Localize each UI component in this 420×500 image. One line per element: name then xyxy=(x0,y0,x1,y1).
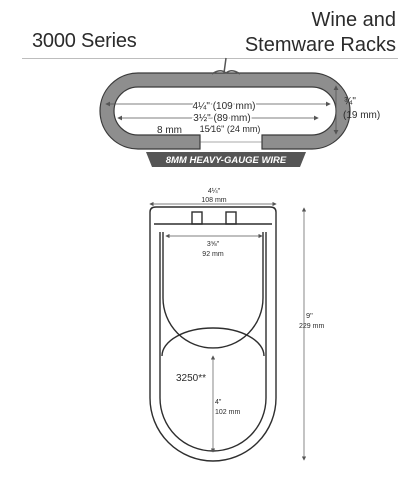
inner-width-mm-label: 92 mm xyxy=(202,251,224,258)
lower-cradle xyxy=(161,327,265,357)
wire-gauge-banner xyxy=(146,152,306,167)
product-title: Wine and Stemware Racks xyxy=(245,8,396,58)
clip-left xyxy=(191,211,203,225)
wire-profile-diagram: 4¼" (109 mm) 3½" (89 mm) ¾" (19 mm) 8 mm… xyxy=(99,57,380,167)
lower-width-in-label: 4" xyxy=(215,399,222,406)
height-mm-label: (19 mm) xyxy=(343,110,380,121)
product-title-line-2: Stemware Racks xyxy=(244,34,396,56)
upper-cradle xyxy=(162,232,264,349)
header-divider xyxy=(22,58,398,59)
product-title-line-1: Wine and xyxy=(311,9,397,31)
wire-gauge-banner-text: 8MM HEAVY-GAUGE WIRE xyxy=(166,155,287,166)
rack-outer-outline xyxy=(149,206,277,462)
height-in-label: 9" xyxy=(306,311,313,320)
inner-width-in-label: 3⅝" xyxy=(207,241,220,248)
rack-dimensions: 4¼" 108 mm 3⅝" 92 mm 9" 229 mm 4" 102 mm… xyxy=(149,188,324,461)
top-width-mm-label: 108 mm xyxy=(201,197,226,204)
height-mm-label: 229 mm xyxy=(299,323,324,330)
hanger-hook-icon xyxy=(211,57,241,75)
gap-dim-label: 15⁄16" (24 mm) xyxy=(200,124,261,134)
model-number-label: 3250** xyxy=(176,373,206,384)
height-in-label: ¾" xyxy=(344,96,356,107)
lower-width-mm-label: 102 mm xyxy=(215,409,240,416)
wire-dia-label: 8 mm xyxy=(157,125,182,136)
clip-right xyxy=(225,211,237,225)
top-width-in-label: 4¼" xyxy=(208,188,221,195)
inner-dim-label: 3½" (89 mm) xyxy=(193,113,250,124)
outer-dim-label: 4¼" (109 mm) xyxy=(192,100,255,112)
wire-profile-shape xyxy=(99,72,351,150)
series-label: 3000 Series xyxy=(32,30,137,52)
